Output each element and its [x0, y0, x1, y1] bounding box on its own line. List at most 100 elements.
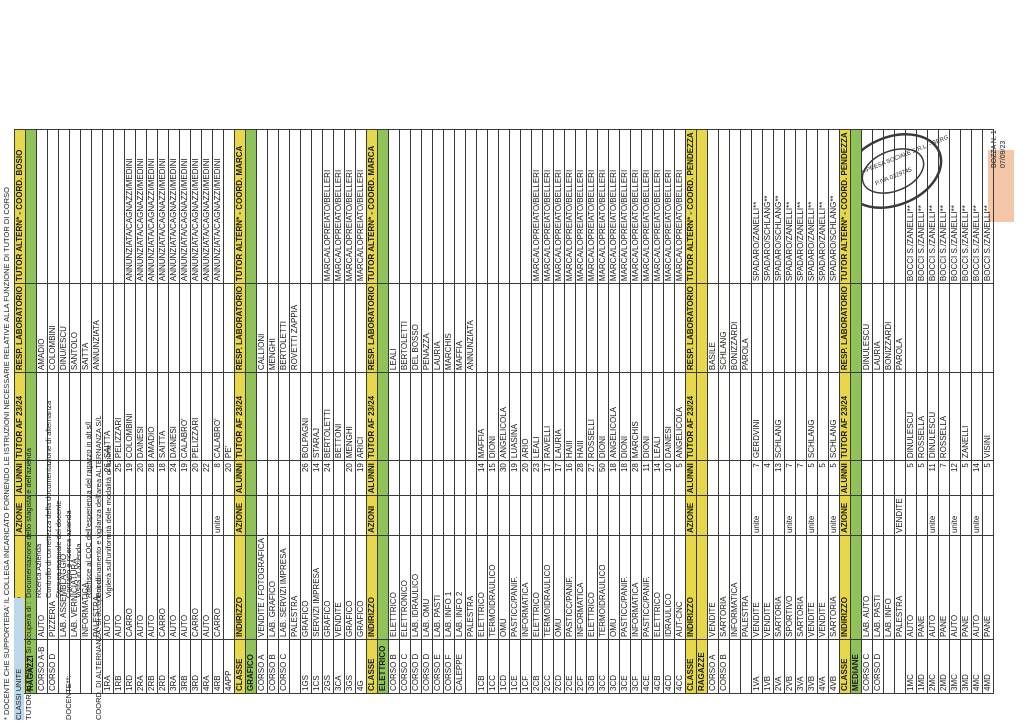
cell-alunni [894, 460, 906, 496]
cell-alunni: 14 [311, 460, 323, 496]
cell-azione [509, 495, 521, 536]
cell-indirizzo: VENDITE [806, 535, 818, 640]
cell-alunni [454, 460, 466, 496]
cell-tutor: ANGELICOLA [674, 372, 686, 461]
cell-alunni: 25 [113, 460, 125, 496]
cell-indirizzo: LAB. PASTI [432, 535, 444, 640]
cell-alunni [443, 460, 455, 496]
cell-tutor-altern [707, 129, 719, 284]
cell-azione: AZIONI [366, 495, 378, 536]
cell-tutor [971, 372, 983, 461]
cell-resp-laboratorio: BERTOLETTI [399, 283, 411, 373]
cell-indirizzo [223, 535, 235, 640]
cell-tutor-altern [388, 129, 400, 284]
cell-azione [707, 495, 719, 536]
cell-alunni: 22 [201, 460, 213, 496]
cell-resp-laboratorio: BERTOLETTI [278, 283, 290, 373]
cell-tutor-altern: MARCA/LOPREIATO/BELLERI [619, 129, 631, 284]
cell-azione: unite [784, 495, 796, 536]
cell-classe: 4VB [828, 639, 840, 694]
cell-indirizzo: CARRO [124, 535, 136, 640]
cell-resp-laboratorio [311, 283, 323, 373]
cell-classe: CORSO D [872, 639, 884, 694]
cell-tutor [894, 372, 906, 461]
cell-resp-laboratorio [817, 283, 829, 373]
cell-resp-laboratorio [520, 283, 532, 373]
cell-indirizzo: SARTORIA [828, 535, 840, 640]
cell-tutor [278, 372, 290, 461]
cell-tutor: LAURIA [553, 372, 565, 461]
cell-resp-laboratorio: DINULESCU [861, 283, 873, 373]
cell-tutor-altern: ANNUNZIATA/CAGNAZZI/MEDINI [201, 129, 213, 284]
cell-tutor: BOLPAGNI [300, 372, 312, 461]
note-key [34, 598, 44, 720]
cell-classe: 2CF [575, 639, 587, 694]
cell-indirizzo: SARTORIA [773, 535, 785, 640]
cell-tutor [762, 372, 774, 461]
cell-azione [773, 495, 785, 536]
cell-tutor [245, 372, 257, 461]
cell-azione: AZIONE [685, 495, 697, 536]
cell-resp-laboratorio: SCHLANG [718, 283, 730, 373]
cell-tutor: DIONI [619, 372, 631, 461]
cell-indirizzo [850, 535, 862, 640]
cell-classe: 1VB [762, 639, 774, 694]
cell-classe: CORSO D [410, 639, 422, 694]
cell-alunni: 19 [355, 460, 367, 496]
cell-tutor-altern: BOCCI S./ZANELLI** [927, 129, 939, 284]
cell-tutor: HAIII [564, 372, 576, 461]
cell-azione [344, 495, 356, 536]
cell-classe: CORSO C [861, 639, 873, 694]
cell-indirizzo: PALESTRA [894, 535, 906, 640]
cell-indirizzo: CARRO [212, 535, 224, 640]
cell-indirizzo: ELETTRICO [652, 535, 664, 640]
cell-alunni: 18 [157, 460, 169, 496]
cell-tutor-altern: BOCCI S./ZANELLI** [938, 129, 950, 284]
cell-alunni [333, 460, 345, 496]
cell-azione: AZIONE [234, 495, 246, 536]
cell-indirizzo: AUTO [927, 535, 939, 640]
cell-classe: CORSO C [399, 639, 411, 694]
cell-classe [465, 639, 477, 694]
cell-alunni: 18 [619, 460, 631, 496]
cell-indirizzo: ELETTRICO [388, 535, 400, 640]
cell-resp-laboratorio [124, 283, 136, 373]
cell-azione [410, 495, 422, 536]
cell-classe [894, 639, 906, 694]
cell-tutor [740, 372, 752, 461]
cell-resp-laboratorio [784, 283, 796, 373]
cell-tutor-altern [465, 129, 477, 284]
cell-indirizzo: ELETTRICO [586, 535, 598, 640]
cell-indirizzo: LAB. AUTO [861, 535, 873, 640]
cell-tutor [421, 372, 433, 461]
cell-classe: 1VA [751, 639, 763, 694]
cell-azione: unite [751, 495, 763, 536]
cell-azione [432, 495, 444, 536]
cell-classe: CALEPPE [454, 639, 466, 694]
cell-alunni: 7 [938, 460, 950, 496]
cell-resp-laboratorio [949, 283, 961, 373]
cell-resp-laboratorio: RESP. LABORATORIO [234, 283, 246, 373]
cell-indirizzo: AUTO [949, 535, 961, 640]
cell-tutor: DINULESCU [905, 372, 917, 461]
cell-tutor-altern [432, 129, 444, 284]
cell-alunni [377, 460, 389, 496]
cell-tutor [729, 372, 741, 461]
note-line: TUTOR ALTERN.** Si occuperà di :Document… [24, 187, 34, 720]
cell-tutor-altern [509, 129, 521, 284]
cell-classe: 2CE [564, 639, 576, 694]
cell-tutor-altern [872, 129, 884, 284]
